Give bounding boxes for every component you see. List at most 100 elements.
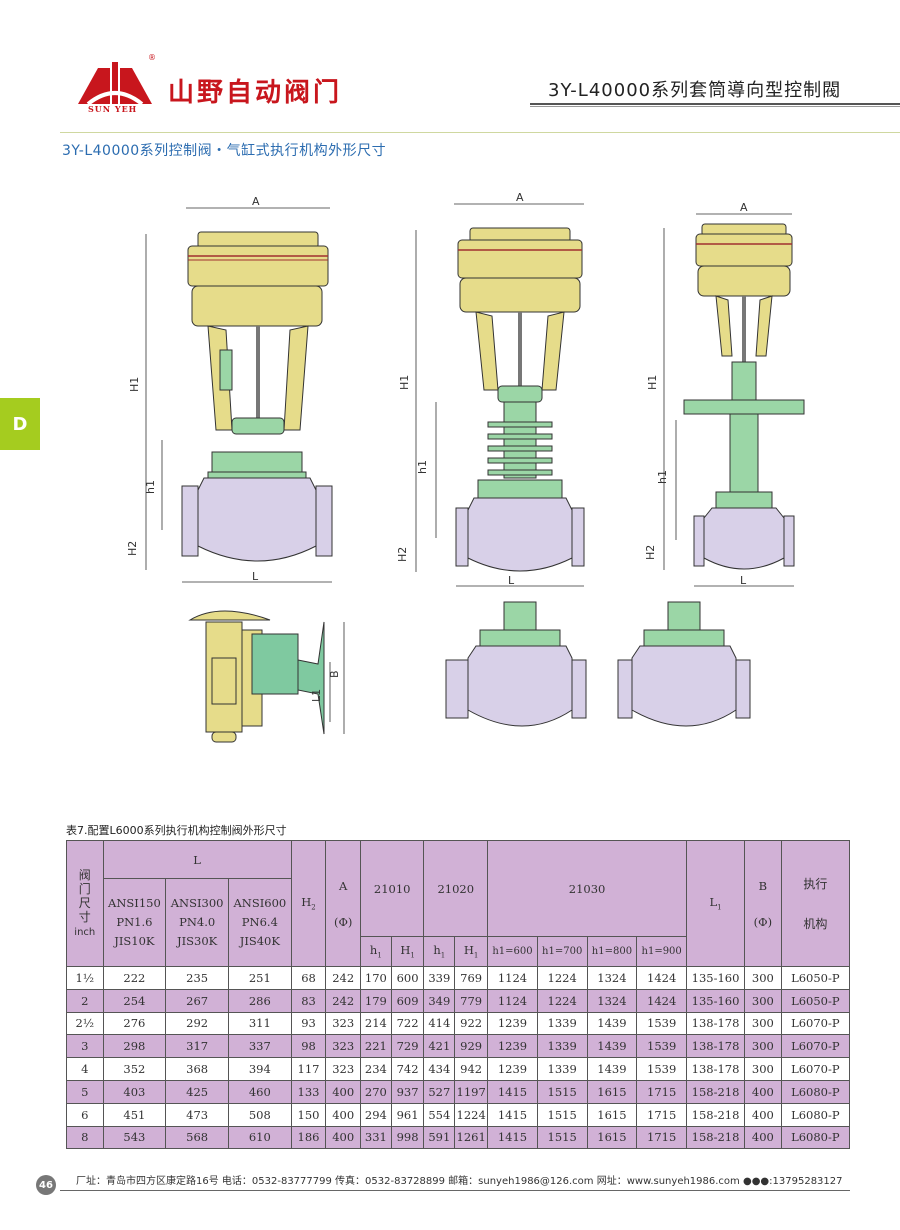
table-cell: 1½	[66, 966, 104, 990]
table-cell: 722	[390, 1011, 425, 1036]
table-cell: 138-178	[686, 1034, 746, 1059]
table-cell: 186	[290, 1125, 327, 1150]
page-number: 46	[36, 1175, 56, 1195]
table-cell: 460	[227, 1079, 292, 1104]
header-B: B(Φ)	[744, 840, 782, 967]
table-cell: 352	[102, 1057, 167, 1081]
table-cell: 929	[454, 1034, 489, 1059]
header-h600: h1=600	[487, 936, 538, 967]
table-cell: 425	[165, 1079, 229, 1104]
table-cell: 234	[359, 1057, 392, 1081]
table-cell: 1515	[536, 1079, 588, 1104]
section-divider	[60, 132, 900, 133]
table-cell: 276	[102, 1011, 167, 1036]
svg-text:H2: H2	[396, 547, 409, 562]
header-h800: h1=800	[586, 936, 638, 967]
table-caption: 表7.配置L6000系列执行机构控制阀外形尺寸	[66, 824, 287, 837]
table-cell: 221	[359, 1034, 392, 1059]
table-cell: 554	[423, 1102, 456, 1127]
table-cell: 1439	[586, 1011, 638, 1036]
table-cell: 158-218	[686, 1102, 746, 1127]
table-cell: 242	[325, 988, 361, 1013]
table-cell: 1415	[487, 1125, 538, 1150]
valve-body-section-1	[445, 601, 587, 727]
table-cell: 158-218	[686, 1125, 746, 1150]
table-cell: 300	[744, 1011, 782, 1036]
table-cell: 300	[744, 966, 782, 990]
table-cell: 769	[454, 966, 489, 990]
table-cell: 349	[423, 988, 456, 1013]
table-cell: 254	[102, 988, 167, 1013]
svg-text:B: B	[328, 670, 341, 678]
table-cell: 1615	[586, 1079, 638, 1104]
svg-text:H2: H2	[644, 545, 657, 560]
table-cell: 1539	[636, 1057, 688, 1081]
table-cell: 421	[423, 1034, 456, 1059]
table-cell: 2½	[66, 1011, 104, 1036]
svg-text:L: L	[508, 574, 515, 587]
table-cell: 414	[423, 1011, 456, 1036]
table-cell: 1415	[487, 1102, 538, 1127]
table-cell: 451	[102, 1102, 167, 1127]
table-cell: 1715	[636, 1125, 688, 1150]
header-divider-thin	[530, 106, 900, 107]
table-cell: 400	[325, 1102, 361, 1127]
table-cell: 591	[423, 1125, 456, 1150]
table-cell: 294	[359, 1102, 392, 1127]
header-A: A(Φ)	[325, 840, 361, 967]
table-cell: 1439	[586, 1057, 638, 1081]
table-cell: 1539	[636, 1034, 688, 1059]
table-cell: 1415	[487, 1079, 538, 1104]
valve-assembly-1: A H1 h1 H2 L	[126, 195, 333, 583]
header-actuator: 执行机构	[780, 840, 851, 967]
table-cell: L6070-P	[780, 1057, 851, 1081]
table-cell: 1615	[586, 1102, 638, 1127]
table-cell: 1715	[636, 1079, 688, 1104]
table-cell: 3	[66, 1034, 104, 1059]
header-h1-21010: h1	[359, 936, 392, 967]
series-title: 3Y-L40000系列套筒導向型控制閥	[548, 80, 842, 101]
footer-contact: 厂址：青岛市四方区康定路16号 电话：0532-83777799 传真：0532…	[76, 1176, 843, 1187]
table-cell: 323	[325, 1057, 361, 1081]
actuator-side-view: B L1	[188, 610, 345, 743]
table-cell: 1124	[487, 966, 538, 990]
header-H2: H2	[290, 840, 327, 967]
table-cell: 610	[227, 1125, 292, 1150]
table-cell: 937	[390, 1079, 425, 1104]
table-cell: 1539	[636, 1011, 688, 1036]
table-cell: 339	[423, 966, 456, 990]
table-cell: L6050-P	[780, 966, 851, 990]
table-cell: 117	[290, 1057, 327, 1081]
table-cell: 1239	[487, 1011, 538, 1036]
chapter-tab[interactable]: D	[0, 398, 40, 450]
table-cell: 779	[454, 988, 489, 1013]
valve-body-section-2	[617, 601, 751, 727]
table-cell: 434	[423, 1057, 456, 1081]
table-cell: 1339	[536, 1057, 588, 1081]
table-cell: L6080-P	[780, 1125, 851, 1150]
svg-text:A: A	[740, 201, 748, 214]
table-cell: 1515	[536, 1102, 588, 1127]
table-cell: 403	[102, 1079, 167, 1104]
table-cell: 1615	[586, 1125, 638, 1150]
table-cell: 1515	[536, 1125, 588, 1150]
table-cell: 135-160	[686, 988, 746, 1013]
table-cell: 6	[66, 1102, 104, 1127]
header-h900: h1=900	[636, 936, 688, 967]
table-cell: L6080-P	[780, 1079, 851, 1104]
svg-text:H1: H1	[646, 375, 659, 390]
header-21010: 21010	[359, 840, 425, 937]
header-H1-21010: H1	[390, 936, 425, 967]
table-cell: 133	[290, 1079, 327, 1104]
header-divider	[530, 103, 900, 105]
svg-text:H1: H1	[398, 375, 411, 390]
svg-text:h1: h1	[144, 480, 157, 494]
table-cell: L6080-P	[780, 1102, 851, 1127]
